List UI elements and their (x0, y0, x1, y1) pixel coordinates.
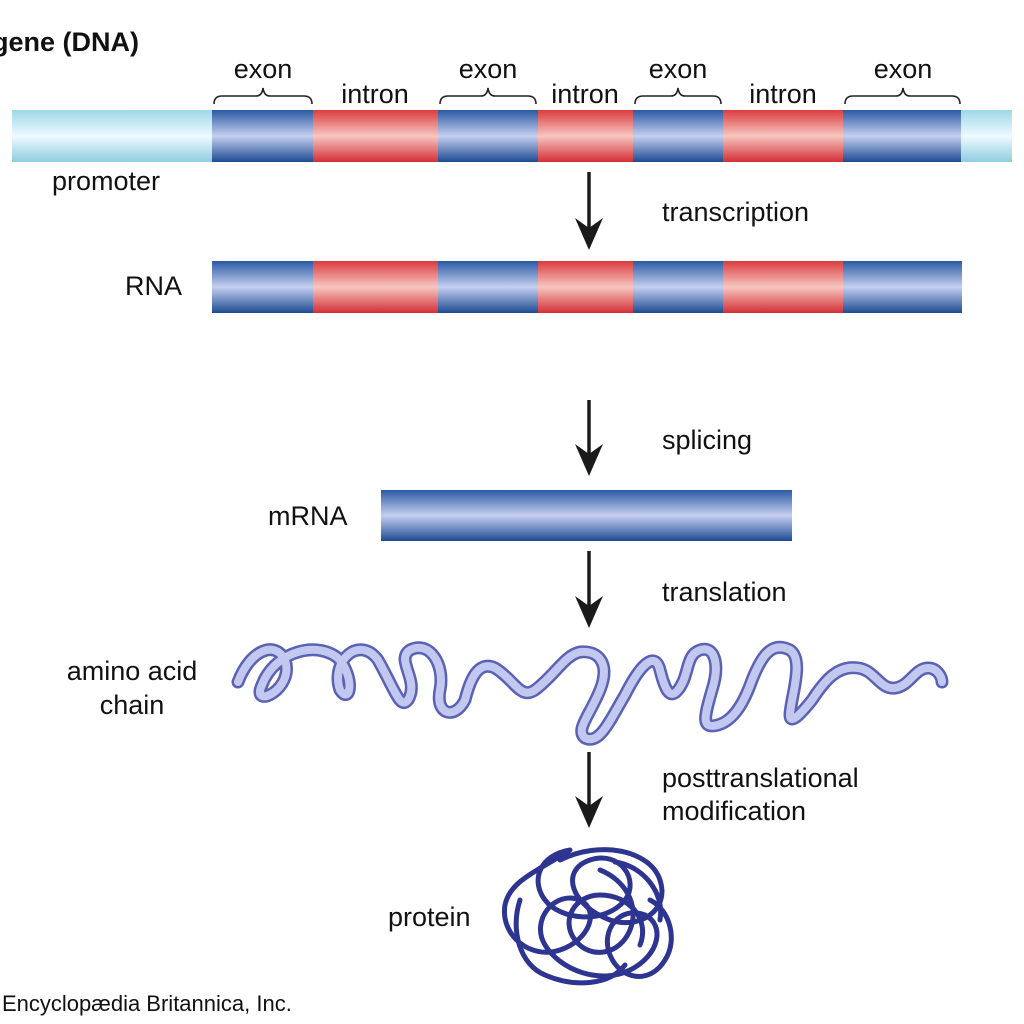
transcription-label: transcription (662, 197, 810, 227)
amino-acid-chain (231, 640, 949, 746)
dna-bar (12, 110, 1012, 162)
mrna-bar (381, 490, 792, 541)
exon-segment-3 (633, 110, 723, 162)
posttranslational-label-line1: posttranslational (662, 763, 859, 793)
rna-bar (212, 261, 962, 313)
credit-text: Encyclopædia Britannica, Inc. (2, 991, 292, 1016)
rna-intron-3 (723, 261, 843, 313)
exon-braces (213, 87, 961, 105)
intron-label-3: intron (749, 79, 817, 109)
rna-label: RNA (125, 271, 183, 301)
mrna-label: mRNA (268, 501, 348, 531)
exon-label-3: exon (648, 54, 708, 84)
protein-coil (501, 847, 674, 986)
exon-segment-2 (438, 110, 538, 162)
promoter-label: promoter (52, 166, 161, 196)
exon-label-1: exon (233, 54, 293, 84)
intron-segment-3 (723, 110, 843, 162)
exon-segment-4 (843, 110, 961, 162)
exon-segment-1 (212, 110, 313, 162)
exon-brace-4 (844, 87, 961, 105)
rna-exon-3 (633, 261, 723, 313)
translation-label: translation (662, 577, 787, 607)
promoter-segment (12, 110, 212, 162)
exon-brace-1 (213, 87, 313, 105)
transcription-arrow (575, 172, 603, 250)
amino-acid-chain-label-line2: chain (99, 690, 165, 720)
exon-brace-3 (634, 87, 722, 105)
rna-exon-2 (438, 261, 538, 313)
rna-intron-1 (313, 261, 438, 313)
diagram-title: gene (DNA) (0, 27, 139, 57)
splicing-label: splicing (662, 425, 753, 455)
intron-segment-2 (538, 110, 633, 162)
exon-label-4: exon (873, 54, 933, 84)
promoter-tail-segment (961, 110, 1012, 162)
intron-segment-1 (313, 110, 438, 162)
amino-acid-chain-label-line1: amino acid (66, 656, 198, 686)
rna-exon-4 (843, 261, 962, 313)
rna-exon-1 (212, 261, 313, 313)
exon-label-2: exon (458, 54, 518, 84)
protein-label: protein (388, 902, 471, 932)
posttranslational-label-line2: modification (662, 796, 807, 826)
splicing-arrow (575, 400, 603, 476)
exon-brace-2 (439, 87, 537, 105)
intron-label-1: intron (341, 79, 409, 109)
translation-arrow (575, 551, 603, 628)
posttranslational-arrow (575, 752, 603, 828)
intron-label-2: intron (551, 79, 619, 109)
rna-intron-2 (538, 261, 633, 313)
process-arrows (575, 172, 603, 828)
